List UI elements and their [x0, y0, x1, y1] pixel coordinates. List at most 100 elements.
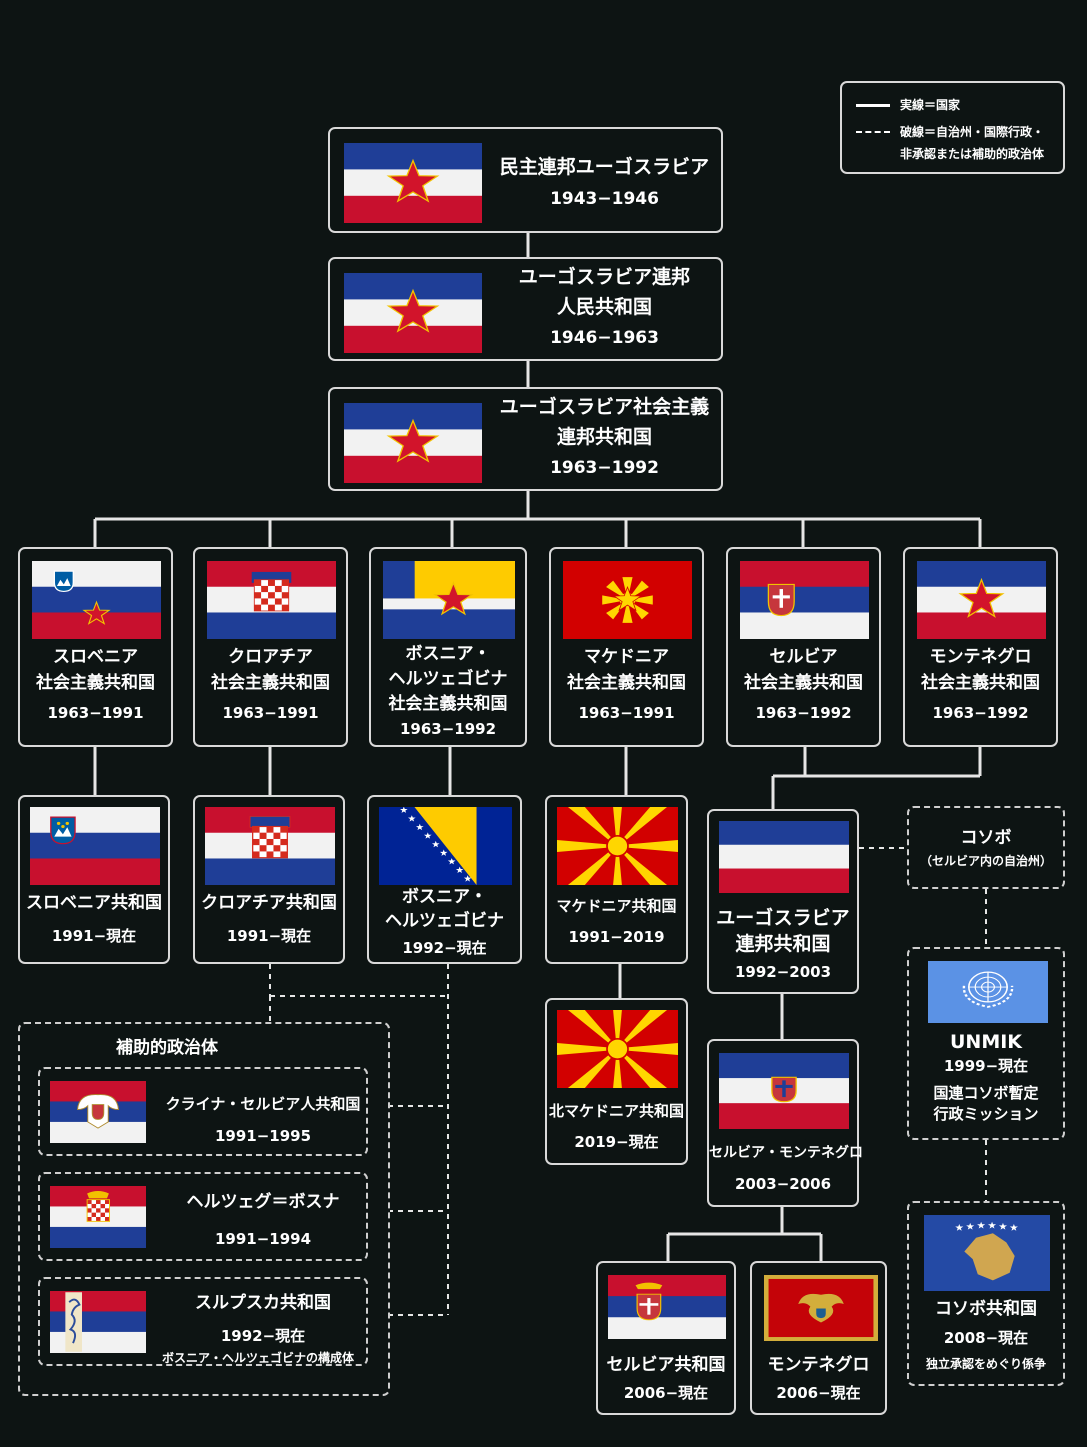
auxiliary-title: 補助的政治体: [116, 1038, 218, 1058]
successor-4-years: 1992−2003: [734, 963, 832, 981]
bosnia-flag-icon: [379, 807, 512, 885]
north-macedonia-node: 北マケドニア共和国 2019−現在: [545, 998, 688, 1165]
legend-dashed-label-1: 破線＝自治州・国際行政・: [900, 125, 1045, 139]
serbia-sr-flag-icon: [740, 561, 869, 639]
republic-3-line-1: 社会主義共和国: [567, 673, 686, 693]
successor-0-years: 1991−現在: [51, 927, 137, 945]
successor-3-line-0: マケドニア共和国: [556, 897, 677, 915]
successor-node-4: ユーゴスラビア連邦共和国 1992−2003: [707, 809, 859, 994]
republic-3-line-0: マケドニア: [584, 647, 669, 667]
successor-4-line-1: 連邦共和国: [735, 933, 831, 955]
legend-dashed-label-2: 非承認または補助的政治体: [900, 147, 1045, 161]
slovenia-sr-flag-icon: [32, 561, 161, 639]
republic-0-line-0: スロベニア: [53, 647, 138, 667]
auxiliary-2-note: ボスニア・ヘルツェゴビナの構成体: [161, 1351, 354, 1365]
root-0-line-0: 民主連邦ユーゴスラビア: [499, 156, 710, 178]
united-nations-flag-icon: [928, 961, 1048, 1023]
kosovo-republic-name: コソボ共和国: [935, 1299, 1037, 1319]
legend: 実線＝国家 破線＝自治州・国際行政・ 非承認または補助的政治体: [840, 81, 1065, 174]
kosovo-flag-icon: [924, 1215, 1050, 1291]
root-2-years: 1963−1992: [550, 458, 659, 478]
kosovo-province-node: コソボ （セルビア内の自治州）: [907, 806, 1065, 889]
kosovo-province-name: コソボ: [960, 828, 1012, 848]
montenegro-node: モンテネグロ 2006−現在: [750, 1261, 887, 1415]
republic-1-years: 1963−1991: [222, 704, 319, 722]
republic-1-line-1: 社会主義共和国: [211, 673, 330, 693]
republic-2-line-2: 社会主義共和国: [388, 694, 508, 714]
legend-solid-sample: [856, 104, 890, 107]
republic-0-years: 1963−1991: [47, 704, 144, 722]
successor-node-0: スロベニア共和国 1991−現在: [18, 795, 170, 964]
fry-flag-icon: [719, 821, 849, 893]
republic-5-years: 1963−1992: [932, 704, 1029, 722]
auxiliary-node-0: クライナ・セルビア人共和国 1991−1995: [38, 1067, 368, 1156]
republika-srpska-flag-icon: [50, 1291, 146, 1353]
republic-4-years: 1963−1992: [755, 704, 852, 722]
croatia-flag-icon: [205, 807, 335, 885]
yugoslavia-flag-icon: [344, 143, 482, 223]
kosovo-republic-years: 2008−現在: [943, 1329, 1029, 1347]
bosnia-sr-flag-icon: [383, 561, 515, 639]
legend-solid-label: 実線＝国家: [900, 98, 961, 112]
north-macedonia-name: 北マケドニア共和国: [548, 1102, 684, 1120]
root-node-1: ユーゴスラビア連邦人民共和国 1946−1963: [328, 257, 723, 361]
auxiliary-node-1: ヘルツェグ＝ボスナ 1991−1994: [38, 1172, 368, 1261]
successor-2-line-1: ヘルツェゴビナ: [385, 911, 504, 931]
republic-2-line-1: ヘルツェゴビナ: [388, 669, 508, 689]
croatia-sr-flag-icon: [207, 561, 336, 639]
north-macedonia-years: 2019−現在: [574, 1133, 659, 1151]
kosovo-province-note: （セルビア内の自治州）: [919, 854, 1052, 868]
root-1-years: 1946−1963: [550, 328, 659, 348]
montenegro-years: 2006−現在: [776, 1384, 861, 1402]
root-1-line-1: 人民共和国: [556, 296, 652, 318]
unmik-node: UNMIK 1999−現在国連コソボ暫定行政ミッション: [907, 947, 1065, 1140]
successor-1-years: 1991−現在: [226, 927, 312, 945]
montenegro-name: モンテネグロ: [767, 1355, 870, 1375]
unmik-years: 1999−現在: [943, 1057, 1029, 1075]
auxiliary-1-name: ヘルツェグ＝ボスナ: [186, 1192, 340, 1212]
republic-2-line-0: ボスニア・: [405, 644, 491, 664]
macedonia-sr-flag-icon: [563, 561, 692, 639]
successor-4-line-0: ユーゴスラビア: [716, 907, 850, 929]
republic-node-1: クロアチア社会主義共和国 1963−1991: [193, 547, 348, 747]
auxiliary-0-name: クライナ・セルビア人共和国: [165, 1095, 361, 1113]
republic-4-line-0: セルビア: [769, 647, 838, 667]
republic-4-line-1: 社会主義共和国: [744, 673, 863, 693]
yugoslavia-flag-icon: [344, 273, 482, 353]
herzeg-bosnia-flag-icon: [50, 1186, 146, 1248]
auxiliary-0-years: 1991−1995: [214, 1127, 312, 1145]
unmik-name: UNMIK: [949, 1031, 1023, 1053]
republic-node-4: セルビア社会主義共和国 1963−1992: [726, 547, 881, 747]
successor-0-line-0: スロベニア共和国: [26, 893, 162, 913]
slovenia-flag-icon: [30, 807, 160, 885]
successor-2-line-0: ボスニア・: [402, 887, 487, 907]
unmik-desc-2: 行政ミッション: [933, 1105, 1039, 1123]
root-1-line-0: ユーゴスラビア連邦: [518, 266, 691, 288]
republic-5-line-0: モンテネグロ: [929, 647, 1032, 667]
republic-0-line-1: 社会主義共和国: [36, 673, 155, 693]
kosovo-republic-note: 独立承認をめぐり係争: [925, 1357, 1046, 1371]
krajina-flag-icon: [50, 1081, 146, 1143]
auxiliary-1-years: 1991−1994: [214, 1230, 312, 1248]
unmik-desc-1: 国連コソボ暫定: [933, 1084, 1039, 1102]
republic-node-0: スロベニア社会主義共和国 1963−1991: [18, 547, 173, 747]
montenegro-sr-flag-icon: [917, 561, 1046, 639]
republic-1-line-0: クロアチア: [228, 647, 313, 667]
serbia-montenegro-flag-icon: [719, 1053, 849, 1129]
kosovo-republic-node: コソボ共和国 2008−現在独立承認をめぐり係争: [907, 1201, 1065, 1386]
serbia-montenegro-name: セルビア・モンテネグロ: [709, 1145, 863, 1161]
north-macedonia-flag-icon: [557, 1010, 678, 1088]
